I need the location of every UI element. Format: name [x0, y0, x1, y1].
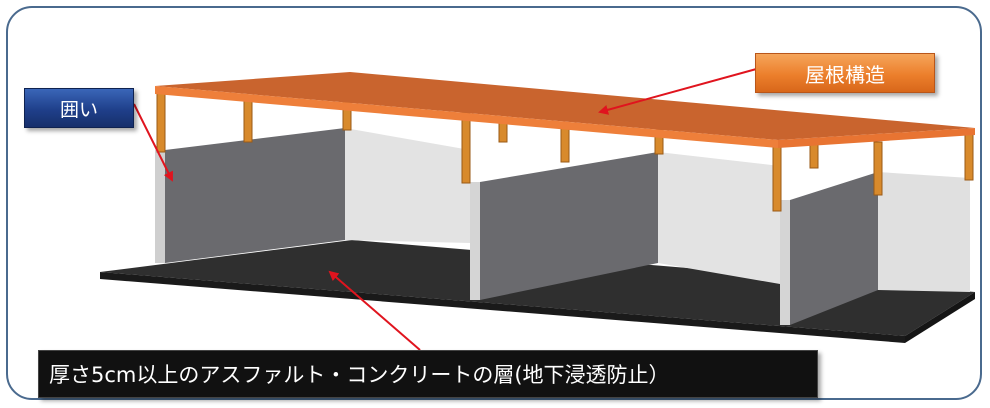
- roof-structure-label: 屋根構造: [755, 53, 935, 93]
- callout-arrows: [133, 67, 761, 351]
- roof-posts: [156, 91, 974, 212]
- enclosure-label: 囲い: [24, 88, 134, 128]
- wall-edge-faces: [155, 150, 790, 325]
- back-walls: [345, 128, 970, 292]
- arrow-to-roof: [598, 67, 761, 115]
- arrow-to-asphalt: [328, 270, 421, 351]
- arrow-to-enclosure: [133, 103, 173, 182]
- roof-structure: [155, 72, 975, 148]
- partition-walls: [165, 128, 878, 325]
- asphalt-layer-label: 厚さ5cm以上のアスファルト・コンクリートの層(地下浸透防止）: [38, 350, 818, 398]
